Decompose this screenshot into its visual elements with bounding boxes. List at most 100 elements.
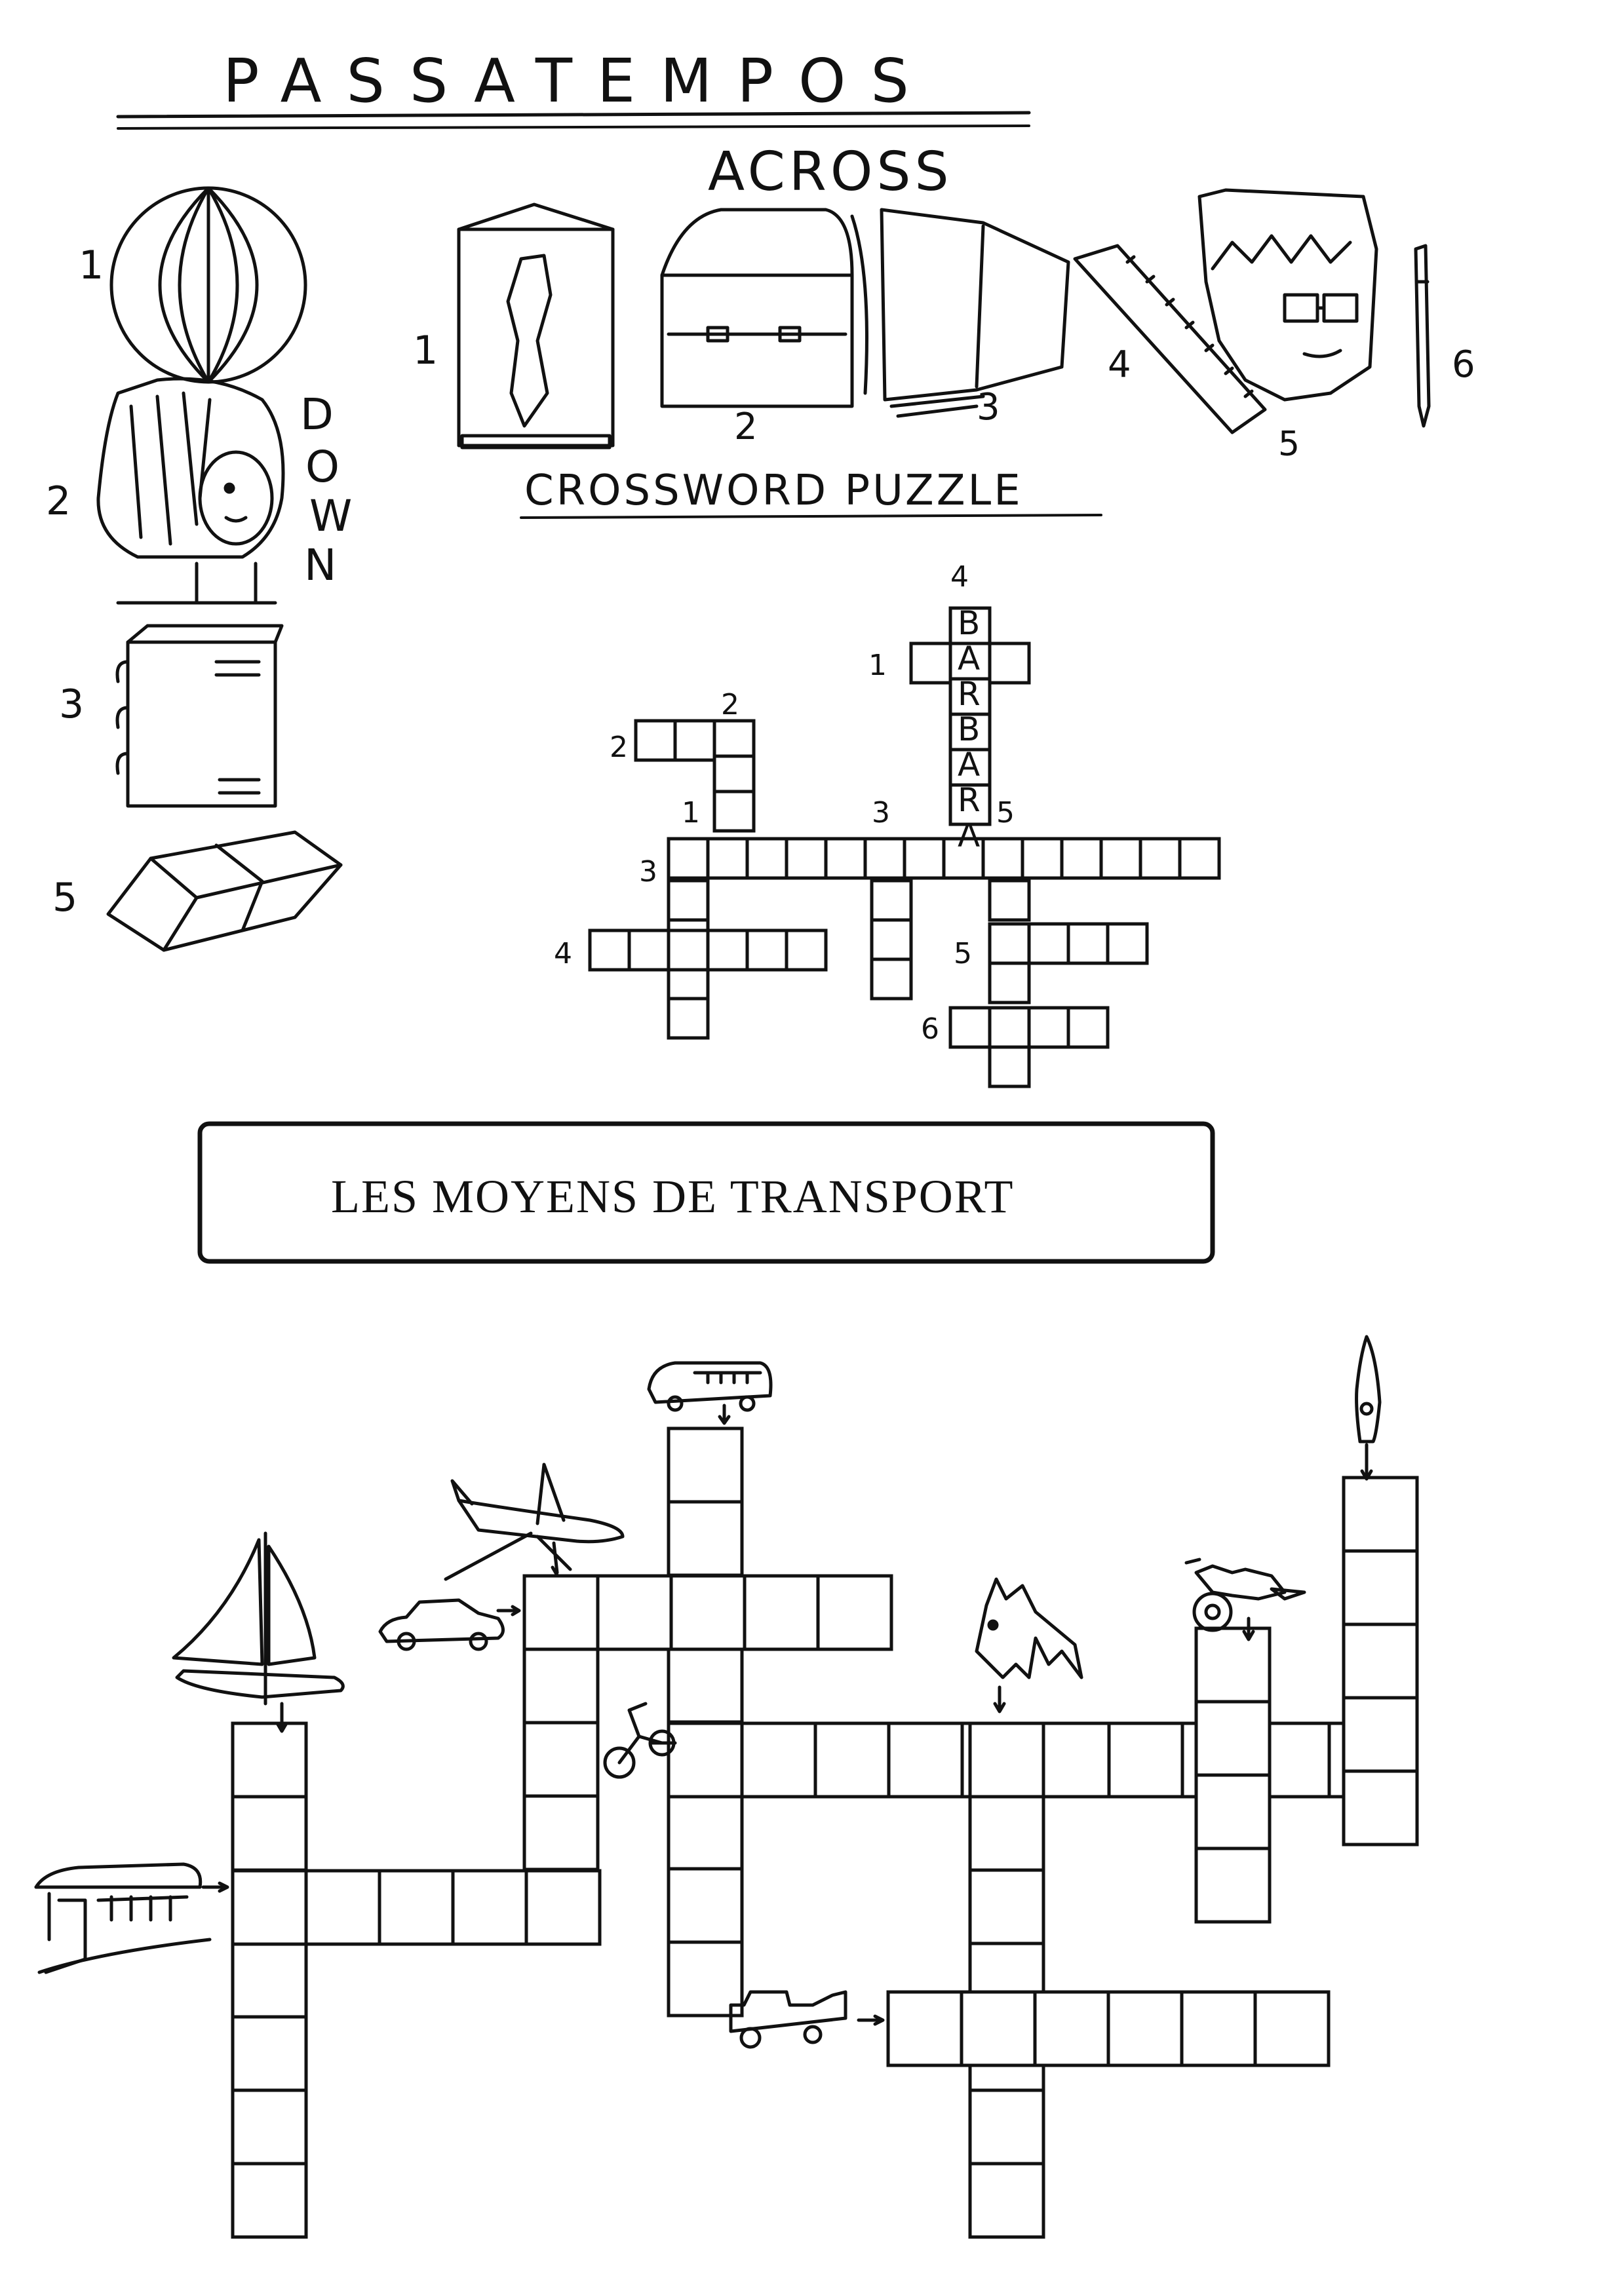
crossword-cell[interactable] [231,1942,308,2019]
crossword-cell[interactable] [785,928,828,972]
crossword-cell[interactable] [1099,837,1142,880]
crossword-cell[interactable] [870,957,913,1001]
crossword-cell[interactable] [667,837,710,880]
crossword-cell[interactable] [870,879,913,922]
crossword-cell[interactable] [1253,1990,1331,2067]
crossword-cell[interactable] [948,606,992,649]
crossword-cell[interactable] [740,1721,817,1799]
crossword-cell[interactable] [1033,1990,1110,2067]
crossword-cell[interactable] [304,1869,381,1946]
crossword-cell[interactable] [667,1721,744,1799]
crossword-cell[interactable] [903,837,946,880]
crossword-cell[interactable] [667,928,710,972]
crossword-cell[interactable] [1194,1626,1272,1704]
crossword-cell[interactable] [712,790,756,833]
crossword-cell[interactable] [1106,1990,1184,2067]
crossword-cell[interactable] [706,928,749,972]
crossword-cell[interactable] [988,879,1031,922]
crossword-cell[interactable] [522,1721,600,1798]
crossword-cell[interactable] [596,1574,673,1651]
crossword-cell[interactable] [627,928,671,972]
crossword-cell[interactable] [988,1006,1031,1049]
crossword-cell[interactable] [1107,1721,1184,1799]
crossword-cell[interactable] [712,754,756,797]
crossword-cell[interactable] [1027,922,1070,965]
crossword-cell[interactable] [522,1647,600,1725]
crossword-cell[interactable] [886,1990,963,2067]
crossword-cell[interactable] [667,1500,744,1577]
crossword-cell[interactable] [522,1794,600,1871]
crossword-cell[interactable] [1342,1622,1419,1700]
crossword-cell[interactable] [981,837,1024,880]
crossword-cell[interactable] [745,837,788,880]
crossword-cell[interactable] [909,641,952,685]
crossword-cell[interactable] [1021,837,1064,880]
crossword-cell[interactable] [887,1721,964,1799]
crossword-cell[interactable] [785,837,828,880]
crossword-cell[interactable] [968,2088,1045,2166]
crossword-cell[interactable] [960,1990,1037,2067]
crossword-cell[interactable] [968,1868,1045,1945]
crossword-cell[interactable] [451,1869,528,1946]
crossword-cell[interactable] [988,922,1031,965]
crossword-cell[interactable] [667,1647,744,1724]
crossword-cell[interactable] [667,1793,744,1871]
crossword-cell[interactable] [1194,1846,1272,1924]
crossword-cell[interactable] [588,928,631,972]
crossword-cell[interactable] [1178,837,1221,880]
crossword-cell[interactable] [231,1721,308,1799]
crossword-cell[interactable] [988,961,1031,1004]
crossword-cell[interactable] [988,641,1031,685]
crossword-cell[interactable] [1066,922,1110,965]
crossword-cell[interactable] [968,2162,1045,2239]
crossword-cell[interactable] [870,918,913,961]
crossword-cell[interactable] [667,879,710,922]
crossword-cell[interactable] [378,1869,455,1946]
crossword-cell[interactable] [669,1574,747,1651]
crossword-cell[interactable] [816,1574,893,1651]
crossword-cell[interactable] [1138,837,1182,880]
crossword-cell[interactable] [745,928,788,972]
crossword-cell[interactable] [1034,1721,1111,1799]
crossword-cell[interactable] [948,712,992,756]
crossword-cell[interactable] [948,748,992,791]
crossword-cell[interactable] [1066,1006,1110,1049]
crossword-cell[interactable] [948,783,992,826]
crossword-cell[interactable] [1194,1700,1272,1777]
crossword-cell[interactable] [231,2162,308,2239]
crossword-cell[interactable] [634,719,677,762]
crossword-cell[interactable] [1106,922,1149,965]
crossword-cell[interactable] [948,677,992,720]
crossword-cell[interactable] [824,837,867,880]
crossword-cell[interactable] [667,997,710,1040]
crossword-cell[interactable] [1180,1990,1257,2067]
crossword-cell[interactable] [743,1574,820,1651]
crossword-cell[interactable] [988,1045,1031,1088]
crossword-cell[interactable] [1342,1769,1419,1846]
crossword-cell[interactable] [968,1721,1045,1799]
crossword-cell[interactable] [231,1795,308,1872]
train-icon [34,1862,229,1974]
crossword-cell[interactable] [231,1869,308,1946]
crossword-cell[interactable] [813,1721,891,1799]
crossword-cell[interactable] [1027,1006,1070,1049]
crossword-cell[interactable] [231,2015,308,2092]
crossword-cell[interactable] [712,719,756,762]
crossword-cell[interactable] [524,1869,602,1946]
crossword-cell[interactable] [231,2088,308,2166]
crossword-cell[interactable] [863,837,906,880]
crossword-cell[interactable] [1060,837,1103,880]
crossword-cell[interactable] [1342,1696,1419,1773]
crossword-cell[interactable] [1194,1773,1272,1850]
crossword-cell[interactable] [968,1795,1045,1872]
crossword-cell[interactable] [667,1867,744,1944]
crossword-cell[interactable] [706,837,749,880]
crossword-cell[interactable] [522,1574,600,1651]
crossword-cell[interactable] [948,1006,992,1049]
girl-head-icon [96,377,285,605]
crossword-cell[interactable] [667,1940,744,2018]
crossword-cell[interactable] [1342,1549,1419,1626]
crossword-cell[interactable] [667,1426,744,1504]
crossword-cell[interactable] [673,719,716,762]
crossword-cell[interactable] [1342,1476,1419,1553]
